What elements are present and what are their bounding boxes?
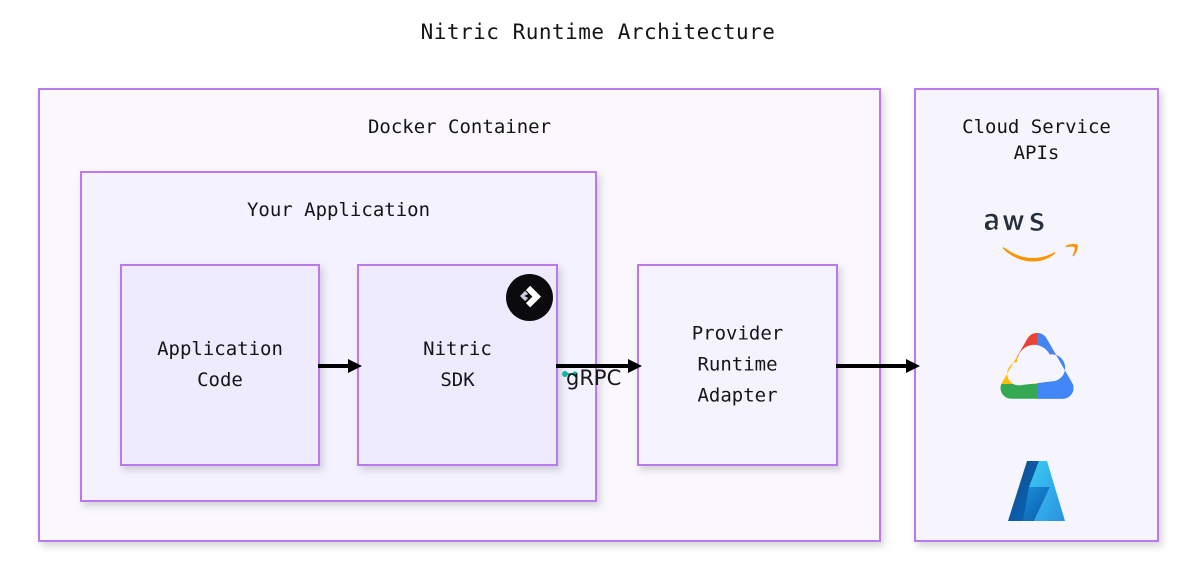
cloud-service-apis-label: Cloud Service APIs bbox=[962, 116, 1111, 164]
cloud-service-apis-box: Cloud Service APIs bbox=[914, 88, 1159, 542]
page-title: Nitric Runtime Architecture bbox=[420, 20, 776, 44]
docker-container-label: Docker Container bbox=[367, 116, 552, 138]
grpc-mark-icon bbox=[562, 364, 578, 377]
cloud-logo-list bbox=[916, 190, 1157, 540]
arrow-nitric-sdk-to-provider-runtime-adapter bbox=[556, 350, 642, 382]
arrow-provider-runtime-adapter-to-cloud-service-apis bbox=[836, 350, 920, 382]
application-code-node: Application Code bbox=[120, 264, 320, 466]
your-application-label: Your Application bbox=[246, 199, 431, 221]
nitric-sdk-node: Nitric SDK bbox=[357, 264, 558, 466]
provider-runtime-adapter-label: Provider Runtime Adapter bbox=[691, 322, 784, 407]
arrow-application-code-to-nitric-sdk bbox=[318, 350, 362, 382]
azure-logo-icon bbox=[1001, 457, 1073, 537]
nitric-logo-icon bbox=[506, 274, 553, 321]
provider-runtime-adapter-node: Provider Runtime Adapter bbox=[637, 264, 838, 466]
grpc-edge-label: gRPC bbox=[560, 362, 638, 394]
aws-logo-icon bbox=[984, 204, 1089, 272]
google-cloud-logo-icon bbox=[994, 330, 1080, 412]
application-code-label: Application Code bbox=[157, 338, 283, 391]
grpc-label-text: gRPC bbox=[566, 366, 622, 390]
nitric-sdk-label: Nitric SDK bbox=[423, 338, 492, 391]
